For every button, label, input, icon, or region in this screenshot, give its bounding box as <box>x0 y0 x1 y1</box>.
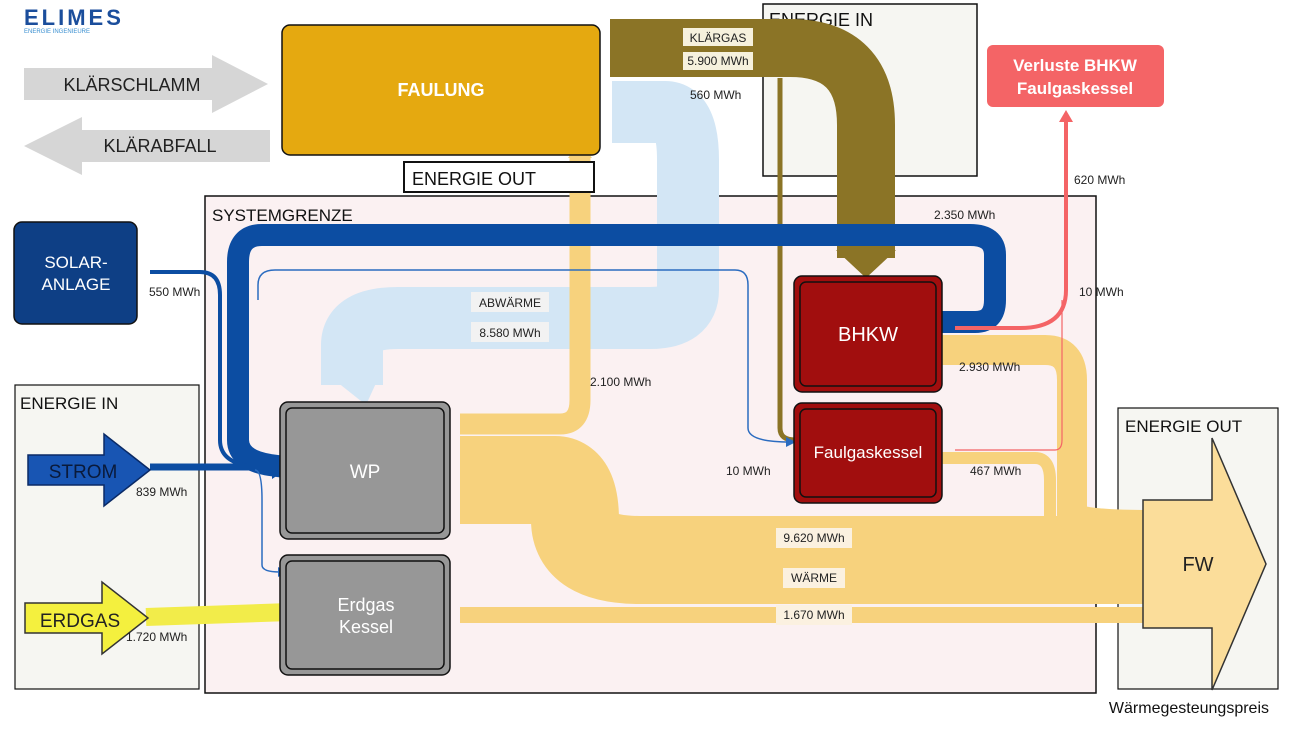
verluste-fgk-value: 10 MWh <box>1079 285 1124 299</box>
abwaerme-label: ABWÄRME <box>479 296 541 310</box>
bhkw-waerme-value: 2.930 MWh <box>959 360 1020 374</box>
erdgas-source-label: ERDGAS <box>40 611 120 632</box>
waerme-label: WÄRME <box>791 571 837 585</box>
verluste-arrowhead <box>1059 110 1073 122</box>
fw-output-arrow <box>1142 437 1267 691</box>
erdgas-flow <box>145 603 291 626</box>
logo-tagline: ENERGIE INGENIEURE <box>24 29 90 35</box>
faulgaskessel-waerme-value: 467 MWh <box>970 464 1021 478</box>
solaranlage-box <box>13 221 138 325</box>
klaergas-arrowhead <box>836 250 896 278</box>
solar-label-line1: SOLAR- <box>44 253 107 272</box>
verluste-box <box>987 45 1164 107</box>
bhkw-waerme-flow <box>940 335 1151 540</box>
bhkw-strom-flow <box>227 224 1006 478</box>
verluste-value: 620 MWh <box>1074 173 1125 187</box>
wp-waerme-flow <box>460 436 1150 604</box>
fw-label: FW <box>1182 554 1213 576</box>
klaerschlamm-arrow <box>24 55 268 113</box>
wp-waerme-value-bg <box>776 528 852 548</box>
kessel-waerme-value-bg <box>776 605 852 625</box>
strom-to-faulgaskessel-flow <box>257 269 791 443</box>
faulgaskessel-label: Faulgaskessel <box>814 443 923 462</box>
abwaerme-value: 8.580 MWh <box>479 326 540 340</box>
wp-label: WP <box>350 462 381 483</box>
klaergas-label: KLÄRGAS <box>690 31 747 45</box>
erdgas-kessel-label-line2: Kessel <box>339 617 393 637</box>
strom-source-label: STROM <box>49 462 118 483</box>
erdgas-kessel-label-line1: Erdgas <box>337 595 394 615</box>
bhkw-box <box>799 281 937 387</box>
strom-value: 839 MWh <box>136 485 187 499</box>
logo-text: ELIMES <box>24 5 124 30</box>
klaergas-flow <box>610 18 895 258</box>
faulgaskessel-waerme-flow <box>940 452 1056 520</box>
abwaerme-arrowhead <box>322 370 382 405</box>
verluste-fgk-flow <box>955 300 1063 451</box>
strom-to-kessel-flow <box>254 469 281 573</box>
elimes-logo: ELIMES ENERGIE INGENIEURE <box>24 5 124 35</box>
verluste-label-line1: Verluste BHKW <box>1013 56 1138 75</box>
abwaerme-flow <box>321 81 719 385</box>
strom-source-arrow <box>27 432 152 508</box>
wp-waerme-value: 9.620 MWh <box>783 531 844 545</box>
footer-text: Wärmegesteungspreis <box>1109 700 1269 717</box>
solar-label-line2: ANLAGE <box>42 275 111 294</box>
bhkw-strom-value: 2.350 MWh <box>934 208 995 222</box>
strom-to-faulgaskessel-arrowhead <box>786 437 796 447</box>
verluste-label-line2: Faulgaskessel <box>1017 79 1133 98</box>
klaerschlamm-label: KLÄRSCHLAMM <box>63 75 200 95</box>
erdgas-source-arrow <box>24 580 150 656</box>
strom-to-fgk-value: 10 MWh <box>726 464 771 478</box>
faulung-box <box>281 24 601 156</box>
erdgas-value: 1.720 MWh <box>126 630 187 644</box>
kessel-waerme-value: 1.670 MWh <box>783 608 844 622</box>
faulung-heat-value: 560 MWh <box>690 88 741 102</box>
waerme-label-bg <box>783 568 845 588</box>
wp-to-faulung-flow <box>460 152 591 435</box>
klaerabfall-arrow <box>24 117 270 175</box>
klaergas-faulgaskessel-flow <box>777 78 796 443</box>
klaerabfall-label: KLÄRABFALL <box>103 136 216 156</box>
systemgrenze-label: SYSTEMGRENZE <box>212 206 353 225</box>
klaergas-label-bg <box>683 28 753 46</box>
klaergas-value-bg <box>683 52 753 70</box>
energie-out-right-label: ENERGIE OUT <box>1125 417 1242 436</box>
wp-box <box>285 407 445 534</box>
klaergas-value: 5.900 MWh <box>687 54 748 68</box>
energie-out-top-box <box>403 161 595 193</box>
faulgaskessel-box <box>799 408 937 498</box>
erdgas-kessel-box <box>285 560 445 670</box>
solar-value: 550 MWh <box>149 285 200 299</box>
faulung-label: FAULUNG <box>398 80 485 100</box>
bhkw-label: BHKW <box>838 324 898 346</box>
energie-in-left-label: ENERGIE IN <box>20 394 118 413</box>
wp-to-faulung-value: 2.100 MWh <box>590 375 651 389</box>
abwaerme-value-bg <box>471 322 549 342</box>
verluste-flow <box>955 120 1068 330</box>
energie-out-top-label: ENERGIE OUT <box>412 169 536 189</box>
abwaerme-label-bg <box>471 292 549 312</box>
solar-strom-flow <box>150 270 281 469</box>
